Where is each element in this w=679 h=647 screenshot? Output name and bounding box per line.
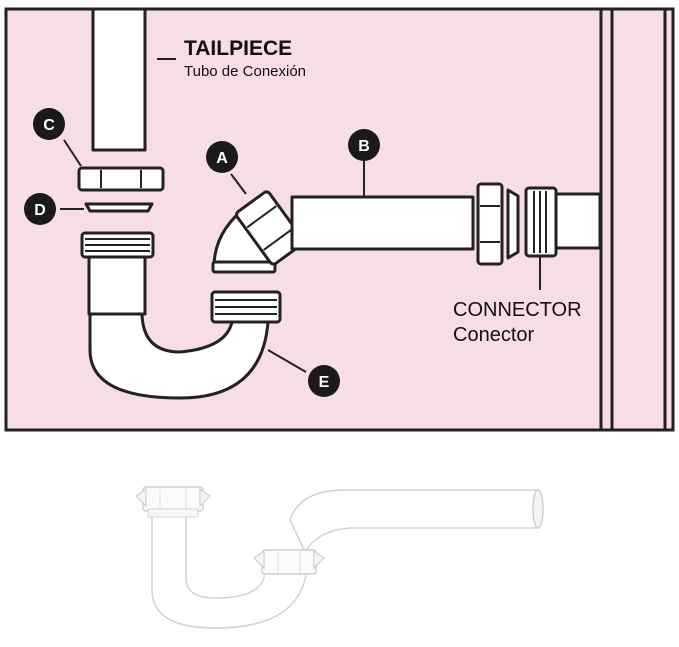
product-j-bend [151,514,307,629]
tailpiece-sublabel: Tubo de Conexión [184,63,306,80]
arm-slip-nut [476,182,504,266]
slip-washer-d [84,202,154,213]
connector-sublabel: Conector [453,324,534,346]
svg-text:B: B [358,138,370,155]
part-badge-e: E [308,365,340,397]
part-badge-b: B [348,129,380,161]
product-slip-nut-left [135,486,211,518]
installation-diagram: TAILPIECE Tubo de Conexión [4,7,675,432]
svg-text:D: D [34,202,46,219]
svg-text:E: E [319,374,330,391]
product-slip-nut-center [253,549,325,575]
trap-elbow-a [211,190,305,274]
leader-e [267,349,307,373]
trap-arm-b [290,195,475,251]
tailpiece-label: TAILPIECE [184,37,292,60]
tailpiece-pipe [91,7,147,152]
leader-a [230,173,247,195]
part-badge-d: D [24,193,56,225]
leader-c [63,139,82,167]
connector-label: CONNECTOR [453,299,582,321]
part-badge-a: A [206,141,238,173]
svg-text:A: A [216,150,228,167]
part-badge-c: C [33,108,65,140]
wall-connector [524,186,602,258]
arm-washer [506,188,520,260]
product-p-trap [135,486,544,629]
trap-j-bend [80,231,282,400]
svg-text:C: C [43,117,55,134]
product-trap-arm [289,489,543,554]
slip-nut-c [77,166,165,192]
